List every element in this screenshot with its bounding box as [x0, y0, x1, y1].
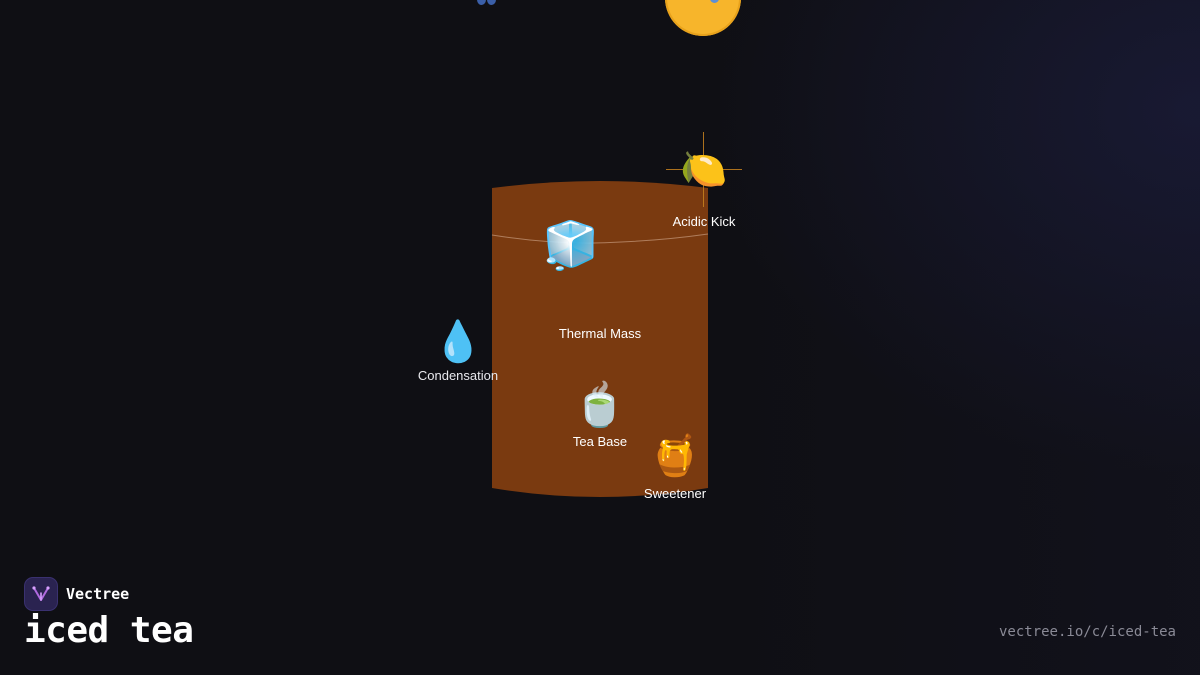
partial-node-icon [477, 0, 497, 6]
ice-cube-icon: 🧊 [542, 218, 600, 272]
condensation-label: Condensation [417, 368, 499, 383]
brand[interactable]: Vectree [24, 577, 129, 611]
tea-base-node[interactable]: 🍵 Tea Base [560, 380, 640, 450]
tea-cup-icon: 🍵 [573, 380, 627, 429]
brand-name: Vectree [66, 585, 130, 603]
water-drop-icon: 💧 [433, 319, 483, 365]
selection-crosshair [660, 130, 748, 208]
acidic-kick-label: Acidic Kick [672, 214, 736, 229]
sun-icon[interactable] [665, 0, 741, 36]
sweetener-node[interactable]: 🍯 Sweetener [632, 436, 718, 501]
page-url-link[interactable]: vectree.io/c/iced-tea [998, 624, 1176, 640]
page-title: iced tea [24, 610, 194, 651]
acidic-kick-node[interactable]: 🍋 Acidic Kick [660, 130, 748, 229]
honey-pot-icon: 🍯 [650, 433, 700, 479]
condensation-node[interactable]: 💧 Condensation [410, 322, 506, 383]
thermal-mass-node[interactable]: Thermal Mass [540, 326, 660, 341]
thermal-mass-label: Thermal Mass [558, 326, 642, 341]
vectree-logo-icon [24, 577, 58, 611]
ice-node[interactable]: 🧊 [536, 222, 606, 268]
sweetener-label: Sweetener [643, 486, 707, 501]
lemon-icon: 🍋 [680, 147, 728, 191]
sun-dot-icon [710, 0, 719, 3]
tea-glass-container [491, 176, 709, 500]
tea-base-label: Tea Base [572, 434, 628, 449]
tea-glass-shape [491, 181, 709, 497]
